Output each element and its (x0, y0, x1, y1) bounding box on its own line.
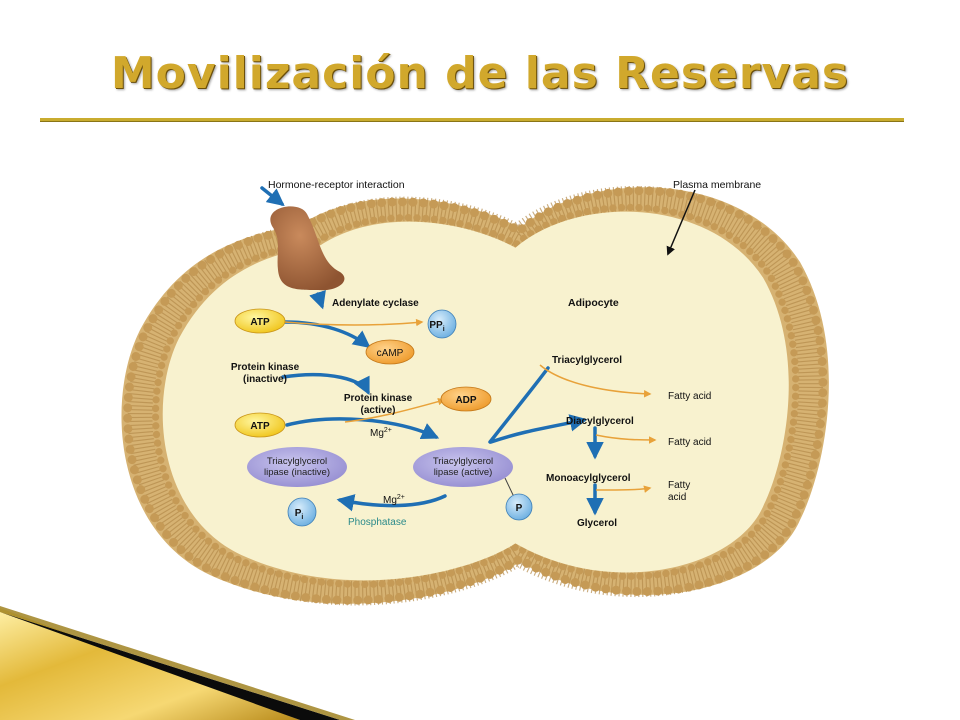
label-lipase-inactive-1: Triacylglycerol (267, 456, 327, 467)
label-lipase-active-1: Triacylglycerol (433, 456, 493, 467)
label-fatty-acid-3b: acid (668, 492, 686, 503)
label-atp-2: ATP (250, 421, 270, 432)
hormone-receptor-protein (270, 206, 345, 291)
membrane-pointer-arrow (666, 189, 696, 256)
label-pi: Pi (295, 508, 304, 521)
label-ppi-main: PP (429, 320, 443, 331)
pi-shape (287, 497, 317, 527)
ppi-shape (427, 309, 457, 339)
label-mg-top-main: Mg (370, 428, 384, 439)
label-diacylglycerol: Diacylglycerol (566, 416, 634, 427)
p-connector (504, 477, 515, 498)
label-mg-bottom-main: Mg (383, 495, 397, 506)
label-lipase-active-2: lipase (active) (434, 467, 493, 478)
label-fatty-acid-3a: Fatty (668, 480, 690, 491)
orange-arrows (284, 318, 657, 493)
lipase-inactive-shape (247, 447, 347, 487)
atp-2-shape (234, 412, 286, 438)
label-adenylate-cyclase: Adenylate cyclase (332, 298, 419, 309)
slide-title: Movilización de las Reservas (110, 48, 850, 99)
label-pk-active-1: Protein kinase (344, 393, 413, 404)
label-mg-bottom-sup: 2+ (397, 494, 405, 501)
label-phosphatase: Phosphatase (348, 517, 407, 528)
label-ppi: PPi (429, 320, 444, 333)
label-plasma-membrane: Plasma membrane (673, 179, 761, 191)
label-hormone-receptor: Hormone-receptor interaction (268, 179, 405, 191)
label-pi-sub: i (301, 514, 303, 521)
label-glycerol: Glycerol (577, 518, 617, 529)
label-pk-active-2: (active) (360, 405, 395, 416)
title-underline (40, 118, 904, 122)
label-adp: ADP (455, 395, 476, 406)
label-pk-inactive-2: (inactive) (243, 374, 287, 385)
camp-shape (365, 339, 415, 365)
label-fatty-acid-1: Fatty acid (668, 391, 711, 402)
label-atp-1: ATP (250, 317, 270, 328)
label-mg-top-sup: 2+ (384, 427, 392, 434)
label-triacylglycerol: Triacylglycerol (552, 355, 622, 366)
label-fatty-acid-2: Fatty acid (668, 437, 711, 448)
label-ppi-sub: i (443, 326, 445, 333)
label-p: P (516, 503, 523, 514)
atp-1-shape (234, 308, 286, 334)
lipase-active-shape (413, 447, 513, 487)
label-pk-inactive-1: Protein kinase (231, 362, 300, 373)
label-camp: cAMP (377, 348, 404, 359)
label-mg-bottom: Mg2+ (383, 494, 405, 506)
label-monoacylglycerol: Monoacylglycerol (546, 473, 631, 484)
label-pi-main: P (295, 508, 302, 519)
label-adipocyte: Adipocyte (568, 297, 619, 309)
adp-shape (440, 386, 492, 412)
label-mg-top: Mg2+ (370, 427, 392, 439)
label-lipase-inactive-2: lipase (inactive) (264, 467, 330, 478)
p-shape (505, 493, 533, 521)
